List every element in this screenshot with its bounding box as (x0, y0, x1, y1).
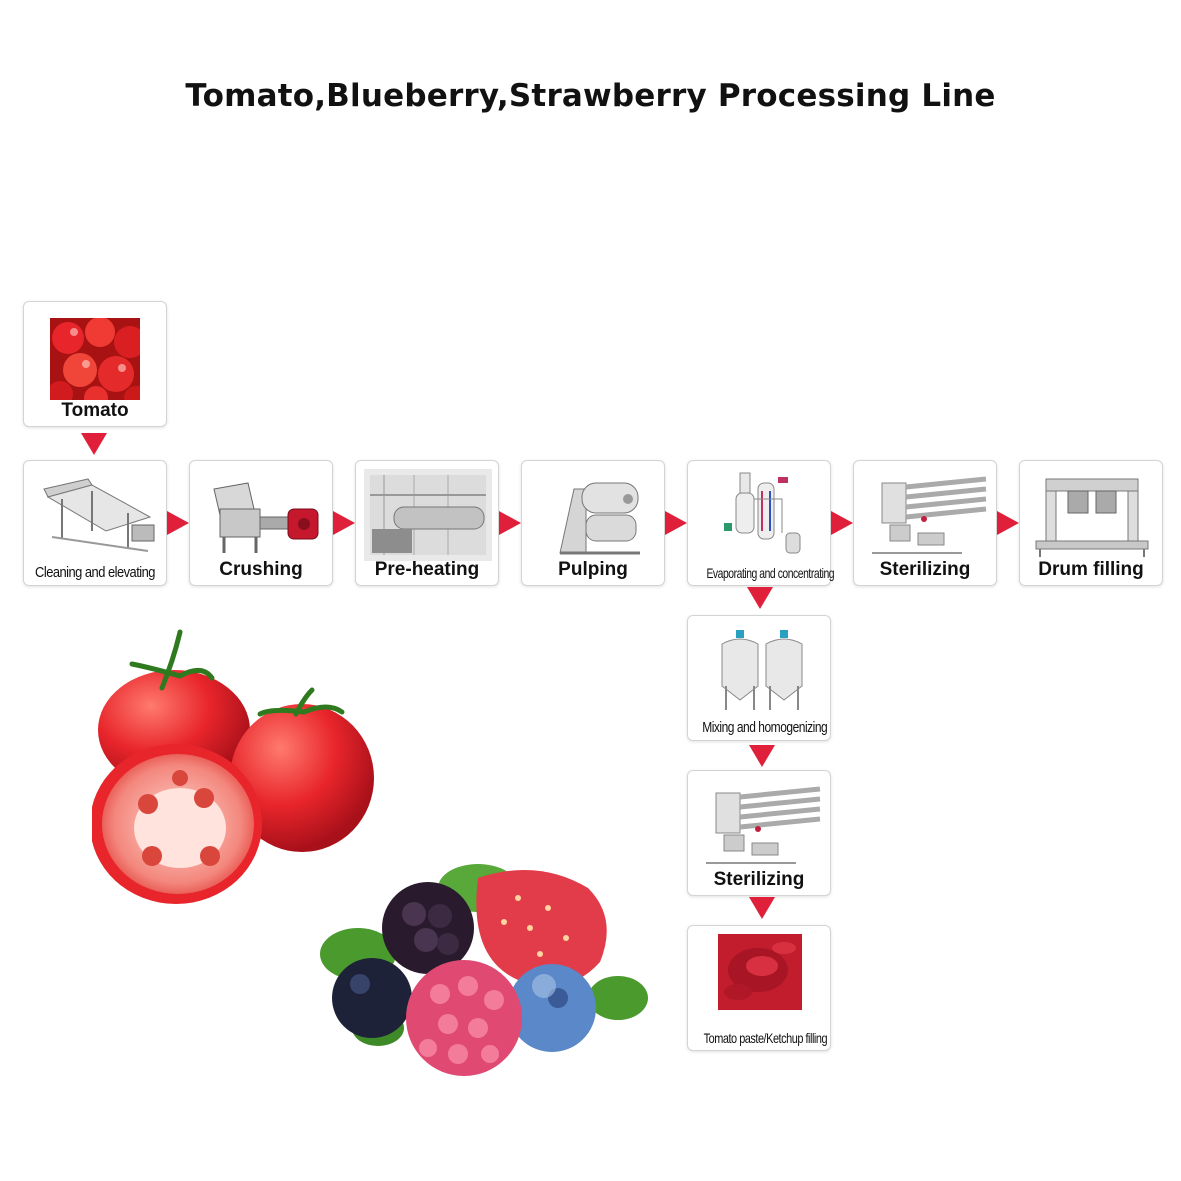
arrow-right-icon (333, 511, 355, 535)
step-cleaning: Cleaning and elevating (23, 460, 167, 586)
step-mixing: Mixing and homogenizing (687, 615, 831, 741)
step-label: Tomato (61, 400, 129, 421)
step-label: Drum filling (1038, 559, 1144, 580)
arrow-right-icon (499, 511, 521, 535)
arrow-down-icon (749, 897, 775, 919)
arrow-down-icon (81, 433, 107, 455)
arrow-right-icon (997, 511, 1019, 535)
sterilizer-machine-icon (696, 779, 822, 871)
evaporator-machine-icon (696, 469, 822, 561)
step-paste-filling: Tomato paste/Ketchup filling (687, 925, 831, 1051)
step-sterilizing-2: Sterilizing (687, 770, 831, 896)
mixing-tanks-icon (696, 624, 822, 716)
step-sterilizing: Sterilizing (853, 460, 997, 586)
tomatoes-illustration (92, 628, 382, 908)
pulper-machine-icon (530, 469, 656, 561)
crusher-machine-icon (198, 469, 324, 561)
step-label: Mixing and homogenizing (702, 719, 828, 736)
berries-illustration (318, 858, 650, 1080)
step-label: Cleaning and elevating (35, 564, 155, 581)
step-label: Pre-heating (374, 559, 480, 580)
arrow-right-icon (665, 511, 687, 535)
step-drum-filling: Drum filling (1019, 460, 1163, 586)
step-tomato: Tomato (23, 301, 167, 427)
preheater-photo (364, 469, 492, 561)
drum-filler-machine-icon (1028, 469, 1154, 561)
step-crushing: Crushing (189, 460, 333, 586)
step-pulping: Pulping (521, 460, 665, 586)
washer-machine-icon (32, 469, 158, 561)
sterilizer-machine-icon (862, 469, 988, 561)
step-label: Crushing (219, 559, 303, 580)
step-preheating: Pre-heating (355, 460, 499, 586)
step-label: Sterilizing (713, 869, 805, 890)
step-label: Sterilizing (879, 559, 971, 580)
arrow-down-icon (747, 587, 773, 609)
step-evaporating: Evaporating and concentrating (687, 460, 835, 586)
step-label: Evaporating and concentrating (706, 565, 835, 581)
tomato-photo (50, 318, 140, 400)
arrow-right-icon (831, 511, 853, 535)
diagram-title: Tomato,Blueberry,Strawberry Processing L… (185, 78, 996, 114)
tomato-paste-photo (718, 934, 802, 1010)
step-label: Pulping (558, 559, 628, 580)
arrow-down-icon (749, 745, 775, 767)
step-label: Tomato paste/Ketchup filling (703, 1030, 828, 1046)
arrow-right-icon (167, 511, 189, 535)
